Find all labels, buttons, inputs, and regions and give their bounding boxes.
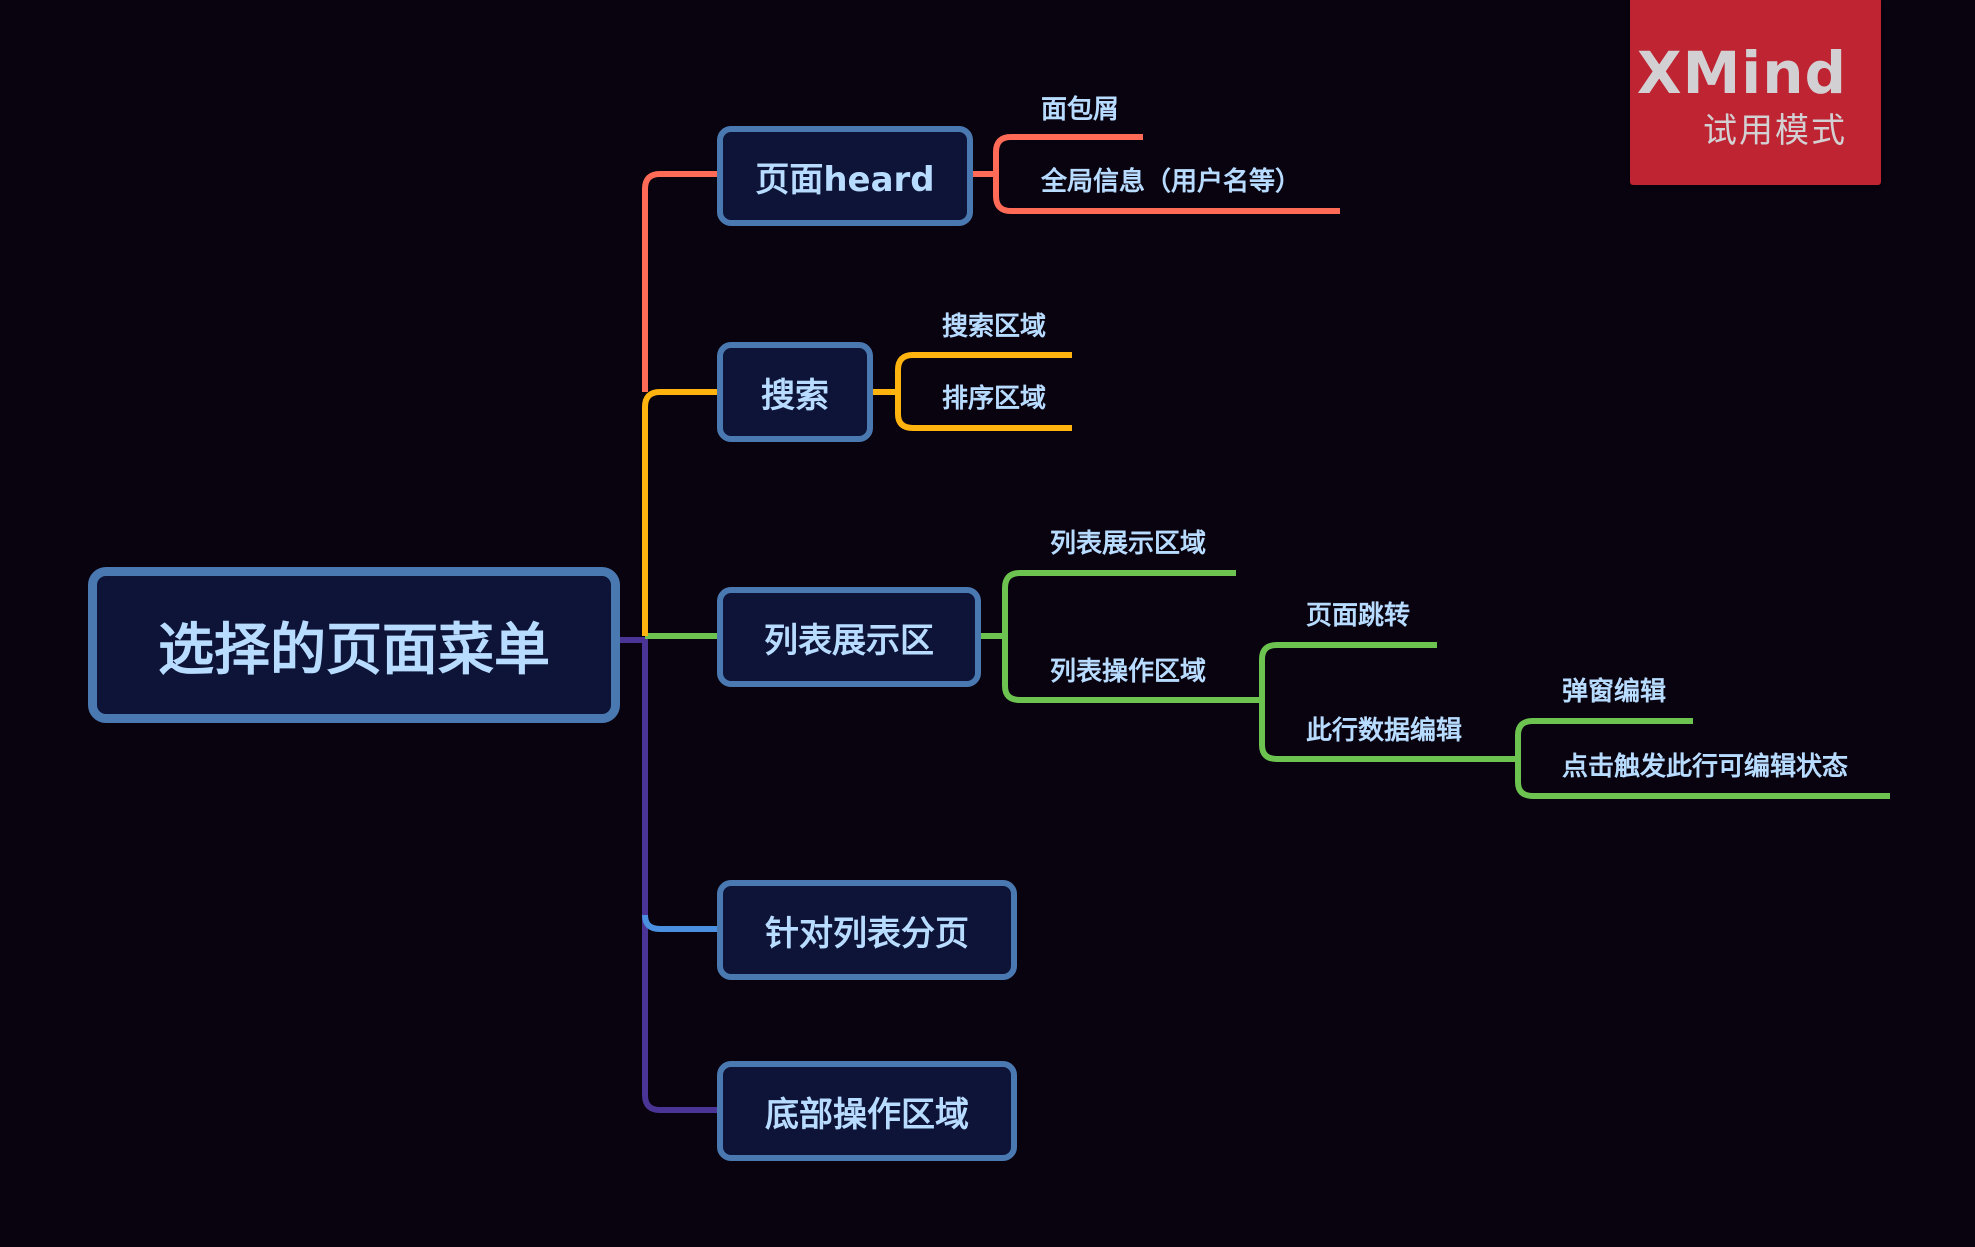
topic-footer-actions[interactable]: 底部操作区域 [717, 1061, 1017, 1161]
topic-label: 列表展示区 [764, 620, 934, 661]
watermark-subtitle: 试用模式 [1703, 111, 1847, 151]
topic-pagination[interactable]: 针对列表分页 [717, 880, 1017, 980]
subtopic-breadcrumb[interactable]: 面包屑 [1041, 95, 1120, 125]
subtopic-sort-area[interactable]: 排序区域 [942, 384, 1047, 414]
topic-label: 搜索 [761, 375, 829, 416]
subtopic-global-info[interactable]: 全局信息（用户名等） [1041, 167, 1302, 197]
subtopic-search-area[interactable]: 搜索区域 [942, 312, 1047, 342]
connector-list-children [980, 570, 1262, 703]
connector-heard [642, 171, 720, 392]
connector-search [642, 389, 720, 636]
subtopic-modal-edit[interactable]: 弹窗编辑 [1562, 677, 1667, 707]
xmind-trial-watermark: XMind 试用模式 [1630, 0, 1881, 185]
topic-label: 针对列表分页 [765, 913, 969, 954]
subtopic-page-navigation[interactable]: 页面跳转 [1306, 601, 1411, 631]
topic-page-header[interactable]: 页面heard [717, 126, 973, 226]
topic-label: 页面heard [755, 159, 935, 200]
connector-rowedit-children [1515, 718, 1890, 799]
connector-heard-children [972, 134, 1340, 214]
connector-ops-children [1259, 642, 1518, 762]
root-topic[interactable]: 选择的页面菜单 [88, 567, 620, 723]
topic-list-display[interactable]: 列表展示区 [717, 587, 981, 687]
connector-search-children [872, 352, 1072, 431]
root-topic-label: 选择的页面菜单 [158, 617, 550, 683]
topic-label: 底部操作区域 [765, 1094, 969, 1135]
subtopic-list-operations[interactable]: 列表操作区域 [1050, 657, 1207, 687]
topic-search[interactable]: 搜索 [717, 342, 873, 442]
subtopic-list-display-area[interactable]: 列表展示区域 [1050, 529, 1207, 559]
subtopic-inline-edit[interactable]: 点击触发此行可编辑状态 [1562, 752, 1849, 782]
watermark-brand: XMind [1636, 39, 1847, 107]
connector-root-trunk [620, 637, 720, 1113]
connector-paging [642, 914, 720, 932]
subtopic-row-edit[interactable]: 此行数据编辑 [1306, 716, 1463, 746]
